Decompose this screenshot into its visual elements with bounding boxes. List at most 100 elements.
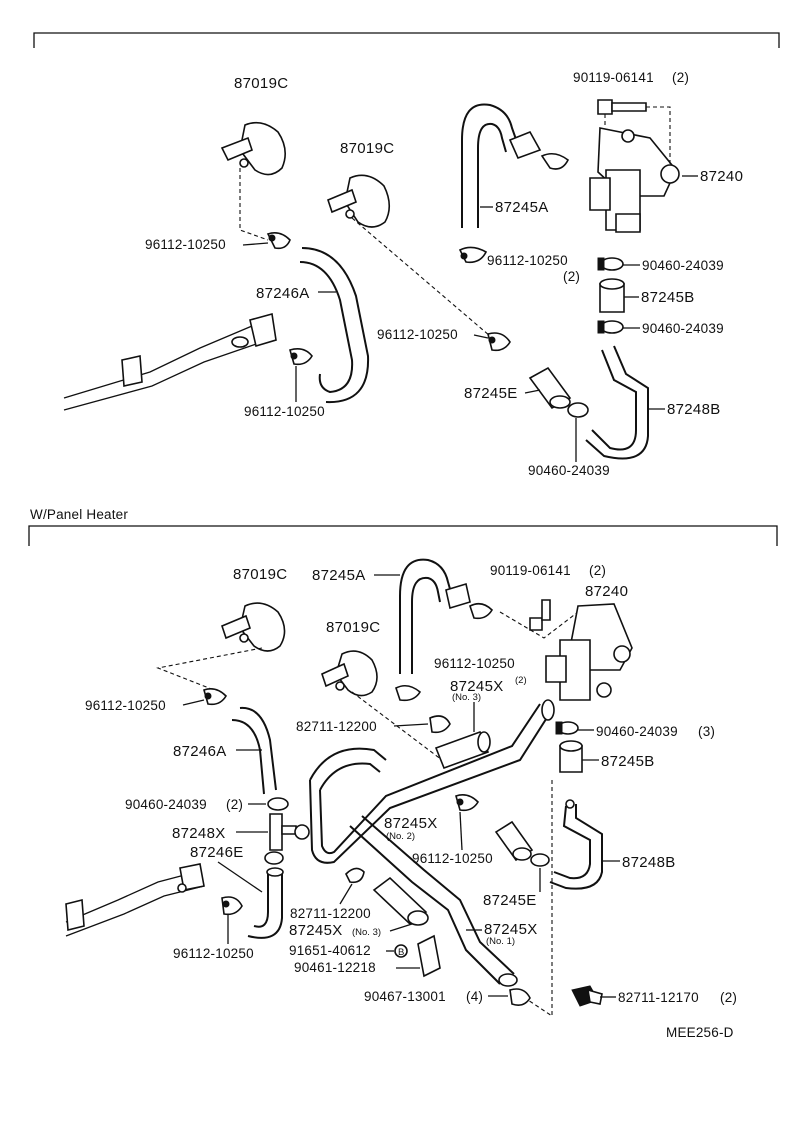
clamp-96112-top-4 <box>289 348 313 366</box>
label-90460-1: 90460-24039 <box>642 258 724 273</box>
clamp-90460-top-2 <box>597 320 624 334</box>
hose-87245e-bottom <box>494 820 534 862</box>
label-b-90467-qty: (4) <box>466 989 483 1004</box>
label-b-87245x-no3-qty: (2) <box>515 675 527 686</box>
pipe-87245x-no2 <box>309 747 387 781</box>
label-87245e: 87245E <box>464 385 518 402</box>
clamp-near-87245a <box>540 152 570 170</box>
bolt-91651-40612: B <box>394 944 408 958</box>
clamp-90460-bottom-3 <box>530 853 550 867</box>
clamp-90467-13001 <box>509 988 531 1006</box>
clamp-96112-top-1 <box>266 232 291 250</box>
heater-pipe-top <box>63 312 277 411</box>
label-96112-3: 96112-10250 <box>377 327 458 342</box>
pipe-87248x <box>269 813 310 851</box>
label-96112-2: 96112-10250 <box>487 253 568 268</box>
label-90119-qty: (2) <box>672 70 689 85</box>
label-b-90460-1-qty: (3) <box>698 724 715 739</box>
label-b-87245b: 87245B <box>601 753 655 770</box>
hose-87245x-no3-lower <box>372 876 429 926</box>
grommet-87019c-bottom-left <box>221 602 286 652</box>
clamp-82711-12200-lower <box>345 867 365 884</box>
clamp-96112-bottom-1 <box>203 688 228 706</box>
label-b-87245x-no3-lower: 87245X <box>289 922 343 939</box>
label-b-87248x: 87248X <box>172 825 226 842</box>
label-b-87245e: 87245E <box>483 892 537 909</box>
hose-87246e <box>253 872 269 928</box>
label-b-82711-12200-upper: 82711-12200 <box>296 719 377 734</box>
label-87240: 87240 <box>700 168 743 185</box>
label-b-90460-1: 90460-24039 <box>596 724 678 739</box>
label-b-87245x-no3-sub: (No. 3) <box>452 692 481 703</box>
section-heading-panel-heater: W/Panel Heater <box>30 507 128 522</box>
pipe-87248b-top <box>591 349 637 451</box>
clamp-90461-12218 <box>417 934 441 978</box>
pipe-87248b-bottom <box>553 805 591 880</box>
label-b-90460-2-qty: (2) <box>226 797 243 812</box>
label-b-87246e: 87246E <box>190 844 244 861</box>
label-87246a: 87246A <box>256 285 310 302</box>
clamp-96112-top-2 <box>458 246 488 264</box>
label-b-90467-13001: 90467-13001 <box>364 989 446 1004</box>
label-b-82711-12170: 82711-12170 <box>618 990 699 1005</box>
label-87248b: 87248B <box>667 401 721 418</box>
label-90460-3: 90460-24039 <box>528 463 610 478</box>
clamp-96112-bottom-3 <box>455 794 480 812</box>
hose-87245x-no3-upper <box>434 730 491 770</box>
label-87019c-left: 87019C <box>234 75 288 92</box>
clamp-82711-12170 <box>571 985 603 1007</box>
label-96112-1: 96112-10250 <box>145 237 226 252</box>
hose-87245b-top <box>599 278 625 313</box>
hose-87245a-bottom <box>399 558 453 674</box>
label-b-87248b: 87248B <box>622 854 676 871</box>
label-90460-2: 90460-24039 <box>642 321 724 336</box>
bottom-section: B <box>65 558 633 1018</box>
hose-87245b-bottom <box>559 740 583 773</box>
label-b-90460-2: 90460-24039 <box>125 797 207 812</box>
label-b-87019c-middle: 87019C <box>326 619 380 636</box>
water-valve-87240 <box>589 127 680 233</box>
clamp-near-87245a-bottom <box>469 602 494 620</box>
label-87245b: 87245B <box>641 289 695 306</box>
clamp-82711-12200-upper <box>429 715 451 734</box>
label-87019c-middle: 87019C <box>340 140 394 157</box>
label-b-82711-12200-lower: 82711-12200 <box>290 906 371 921</box>
label-b-87245x-no2-sub: (No. 2) <box>386 831 415 842</box>
label-b-87019c-left: 87019C <box>233 566 287 583</box>
grommet-87019c-bottom-middle <box>321 650 378 697</box>
label-b-90461-12218: 90461-12218 <box>294 960 376 975</box>
bolt-90119-bottom <box>529 599 551 631</box>
bottom-section-bracket <box>28 525 778 546</box>
bottom-labels: 87019C 87245A 90119-06141 (2) 87240 8701… <box>85 563 737 1040</box>
label-b-87246a: 87246A <box>173 743 227 760</box>
label-b-87245x-no1-sub: (No. 1) <box>486 936 515 947</box>
label-b-87245x-no1: 87245X <box>484 921 538 938</box>
clamp-90460-top-3 <box>567 402 589 418</box>
clamp-90460-bottom-4 <box>264 851 284 865</box>
hose-87245a <box>461 103 519 228</box>
label-b-96112-2: 96112-10250 <box>85 698 166 713</box>
label-90119-06141: 90119-06141 <box>573 70 654 85</box>
figure-code: MEE256-D <box>666 1025 734 1040</box>
water-valve-87240-bottom <box>545 603 633 701</box>
svg-text:B: B <box>398 947 404 958</box>
label-b-87245a: 87245A <box>312 567 366 584</box>
clamp-96112-top-3 <box>487 332 511 352</box>
label-b-90119-06141: 90119-06141 <box>490 563 571 578</box>
label-b-82711-12170-qty: (2) <box>720 990 737 1005</box>
pipe-87245x-no1 <box>349 825 501 985</box>
top-section <box>33 32 780 460</box>
label-b-91651-40612: 91651-40612 <box>289 943 371 958</box>
heater-pipe-bottom <box>65 863 205 937</box>
grommet-87019c-middle <box>327 174 391 228</box>
clamp-96112-bottom-2 <box>395 684 422 702</box>
label-87245a: 87245A <box>495 199 549 216</box>
hose-87246a-top <box>299 261 354 394</box>
top-section-bracket <box>33 32 780 48</box>
label-96112-4: 96112-10250 <box>244 404 325 419</box>
grommet-87019c-left <box>220 121 286 176</box>
label-b-87245x-no2: 87245X <box>384 815 438 832</box>
hose-87245e-top <box>528 366 572 410</box>
clamp-90460-bottom-1 <box>555 721 579 735</box>
